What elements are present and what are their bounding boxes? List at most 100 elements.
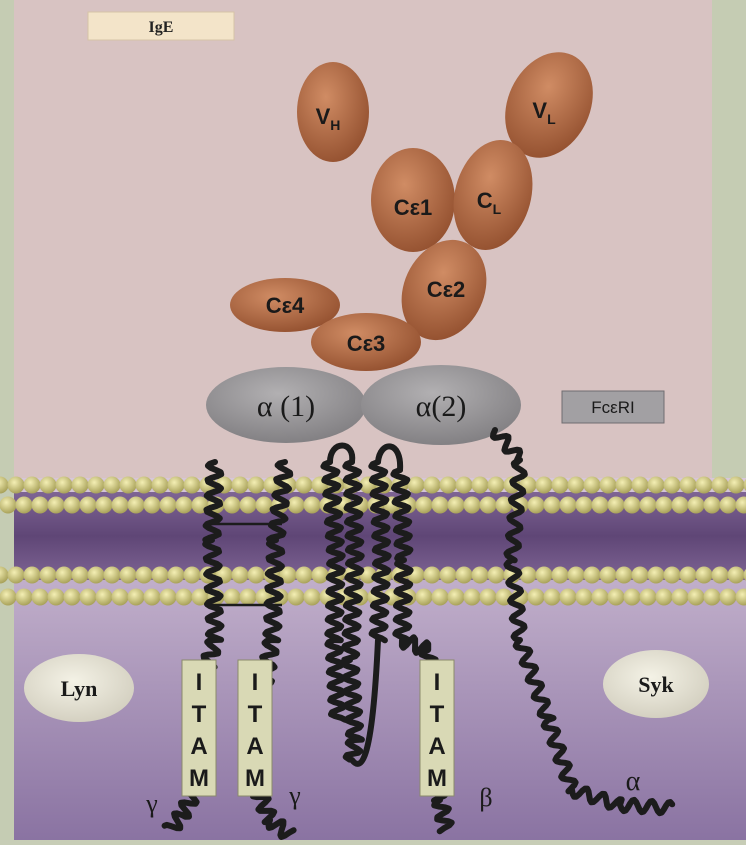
lipid-head <box>240 497 257 514</box>
lipid-head <box>432 497 449 514</box>
lipid-head <box>536 567 553 584</box>
lipid-head <box>640 589 657 606</box>
lipid-head <box>608 497 625 514</box>
lipid-head <box>32 589 49 606</box>
lipid-head <box>664 567 681 584</box>
lipid-head <box>72 567 89 584</box>
lipid-head <box>128 497 145 514</box>
lipid-head <box>608 589 625 606</box>
lipid-head <box>312 567 329 584</box>
lipid-head <box>96 497 113 514</box>
itam-letter: I <box>252 669 259 696</box>
lipid-head <box>96 589 113 606</box>
lipid-head <box>160 589 177 606</box>
lipid-head <box>248 477 265 494</box>
lipid-head <box>56 477 73 494</box>
itam-letter: A <box>246 733 263 760</box>
lipid-head <box>680 477 697 494</box>
ce4-label: Cε4 <box>266 293 305 318</box>
lipid-head <box>440 477 457 494</box>
lipid-head <box>56 567 73 584</box>
lipid-head <box>8 567 25 584</box>
lipid-head <box>520 567 537 584</box>
lipid-head <box>144 497 161 514</box>
itam-letter: A <box>428 733 445 760</box>
itam-letter: M <box>427 765 447 792</box>
lipid-head <box>472 567 489 584</box>
lipid-head <box>168 567 185 584</box>
lipid-head <box>632 477 649 494</box>
lipid-head <box>704 497 721 514</box>
lipid-head <box>296 567 313 584</box>
lipid-head <box>424 477 441 494</box>
lipid-head <box>488 567 505 584</box>
lipid-head <box>552 567 569 584</box>
lipid-head <box>720 589 737 606</box>
lipid-head <box>704 589 721 606</box>
ce2-label: Cε2 <box>427 277 466 302</box>
lipid-head <box>696 567 713 584</box>
lipid-head <box>720 497 737 514</box>
lipid-head <box>624 589 641 606</box>
lipid-head <box>24 567 41 584</box>
lipid-head <box>448 589 465 606</box>
lipid-head <box>440 567 457 584</box>
alpha1-label: α (1) <box>257 390 315 423</box>
lipid-head <box>480 497 497 514</box>
lipid-head <box>576 589 593 606</box>
lipid-head <box>560 589 577 606</box>
lipid-head <box>656 497 673 514</box>
lipid-head <box>488 477 505 494</box>
lipid-head <box>160 497 177 514</box>
lipid-head <box>544 497 561 514</box>
itam-letter: I <box>196 669 203 696</box>
lipid-head <box>256 497 273 514</box>
lipid-head <box>240 589 257 606</box>
lipid-head <box>432 589 449 606</box>
lipid-head <box>424 567 441 584</box>
lipid-head <box>176 589 193 606</box>
lipid-head <box>152 567 169 584</box>
lipid-head <box>64 497 81 514</box>
lipid-head <box>696 477 713 494</box>
lipid-head <box>120 477 137 494</box>
lipid-head <box>568 477 585 494</box>
gamma-right-label: γ <box>288 781 301 810</box>
lipid-head <box>456 567 473 584</box>
syk-kinase: Syk <box>603 650 709 718</box>
lipid-head <box>712 477 729 494</box>
lipid-head <box>536 477 553 494</box>
lipid-head <box>0 497 17 514</box>
lipid-head <box>464 497 481 514</box>
itam-letter: T <box>430 701 445 728</box>
lipid-head <box>64 589 81 606</box>
lipid-head <box>416 589 433 606</box>
lipid-head <box>680 567 697 584</box>
itam-letter: A <box>190 733 207 760</box>
lipid-head <box>48 497 65 514</box>
lipid-head <box>168 477 185 494</box>
lipid-head <box>112 497 129 514</box>
itam-letter: M <box>189 765 209 792</box>
lipid-head <box>688 589 705 606</box>
lipid-head <box>144 589 161 606</box>
lipid-head <box>560 497 577 514</box>
lipid-head <box>88 567 105 584</box>
lipid-head <box>136 477 153 494</box>
lipid-head <box>152 477 169 494</box>
lipid-head <box>632 567 649 584</box>
itam-letter: I <box>434 669 441 696</box>
lipid-head <box>600 477 617 494</box>
lipid-head <box>104 477 121 494</box>
lipid-head <box>616 477 633 494</box>
lipid-head <box>672 497 689 514</box>
lipid-head <box>624 497 641 514</box>
alpha2-label: α(2) <box>416 390 467 423</box>
lipid-head <box>480 589 497 606</box>
beta-label: β <box>479 783 492 812</box>
lipid-head <box>640 497 657 514</box>
fceri-label: FcεRI <box>562 391 664 423</box>
lipid-head <box>528 497 545 514</box>
